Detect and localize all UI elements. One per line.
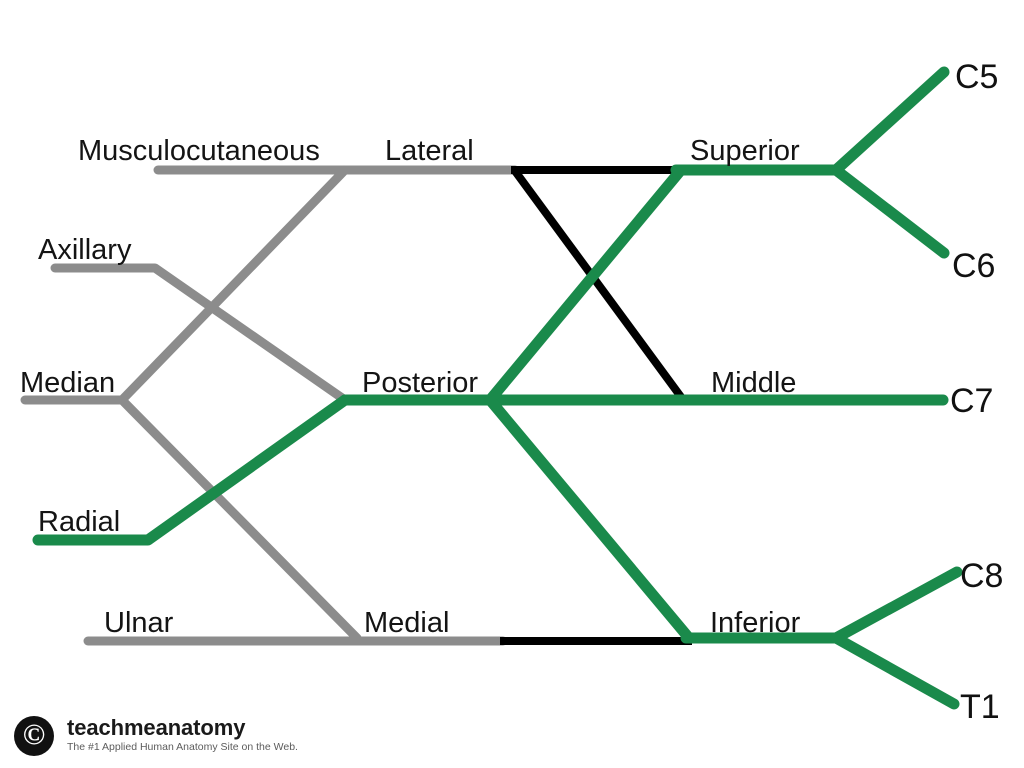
label-radial: Radial [38,506,120,538]
label-root-c8: C8 [960,557,1003,595]
label-root-t1: T1 [960,688,1000,726]
green-highlight-lines [32,66,963,710]
label-superior-trunk: Superior [690,135,800,167]
copyright-icon: © [14,716,54,756]
line-lateral-to-middle [511,168,688,404]
brand-text-block: teachmeanatomy The #1 Applied Human Anat… [67,716,298,754]
brand-tagline: The #1 Applied Human Anatomy Site on the… [67,741,298,754]
root-labels: C5 C6 C7 C8 T1 [950,58,1003,726]
cord-labels: Lateral Posterior Medial [362,135,478,639]
label-musculocutaneous: Musculocutaneous [78,135,320,167]
line-radial-to-posterior [32,394,351,546]
label-root-c6: C6 [952,247,995,285]
gray-branch-lines [20,165,520,646]
line-posterior-to-superior [484,164,687,406]
label-median: Median [20,367,115,399]
line-inferior-to-c8 [830,566,963,644]
line-superior-to-c6 [830,164,950,259]
line-posterior-to-inferior [484,394,695,644]
black-connector-lines [500,166,692,645]
trunk-labels: Superior Middle Inferior [690,135,801,639]
label-root-c7: C7 [950,382,993,420]
label-axillary: Axillary [38,234,132,266]
label-lateral-cord: Lateral [385,135,474,167]
brand-name: teachmeanatomy [67,715,246,741]
label-inferior-trunk: Inferior [710,607,801,639]
line-superior-to-c5 [830,66,950,176]
line-median-to-medial [117,395,362,643]
label-ulnar: Ulnar [104,607,174,639]
line-axillary-to-posterior [50,263,350,405]
line-inferior-to-t1 [830,632,960,710]
label-posterior-cord: Posterior [362,367,478,399]
copyright-glyph: © [22,718,46,751]
label-root-c5: C5 [955,58,998,96]
footer-branding: © teachmeanatomy The #1 Applied Human An… [0,702,1024,768]
label-medial-cord: Medial [364,607,449,639]
terminal-branch-labels: Musculocutaneous Axillary Median Radial … [20,135,320,639]
label-middle-trunk: Middle [711,367,796,399]
